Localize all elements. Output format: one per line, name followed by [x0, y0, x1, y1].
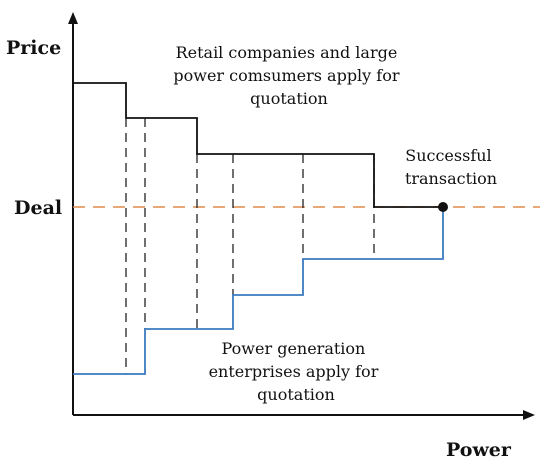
- buyer-annotation-line: quotation: [250, 89, 328, 108]
- seller-annotation-line: enterprises apply for: [209, 362, 379, 381]
- buyer-annotation: Retail companies and large power comsume…: [173, 43, 404, 108]
- seller-curve: [73, 207, 444, 375]
- seller-annotation: Power generation enterprises apply for q…: [209, 339, 384, 404]
- success-annotation-line: Successful: [405, 146, 491, 165]
- buyer-annotation-line: Retail companies and large: [176, 43, 398, 62]
- transaction-point: [438, 202, 448, 212]
- success-annotation: Successful transaction: [405, 146, 497, 188]
- deal-label: Deal: [14, 197, 62, 219]
- seller-annotation-line: quotation: [257, 385, 335, 404]
- seller-annotation-line: Power generation: [222, 339, 366, 358]
- y-axis-label: Price: [6, 37, 61, 59]
- x-axis-label: Power: [446, 439, 512, 461]
- buyer-annotation-line: power comsumers apply for: [173, 66, 399, 85]
- success-annotation-line: transaction: [405, 169, 497, 188]
- buyer-curve: [73, 82, 443, 208]
